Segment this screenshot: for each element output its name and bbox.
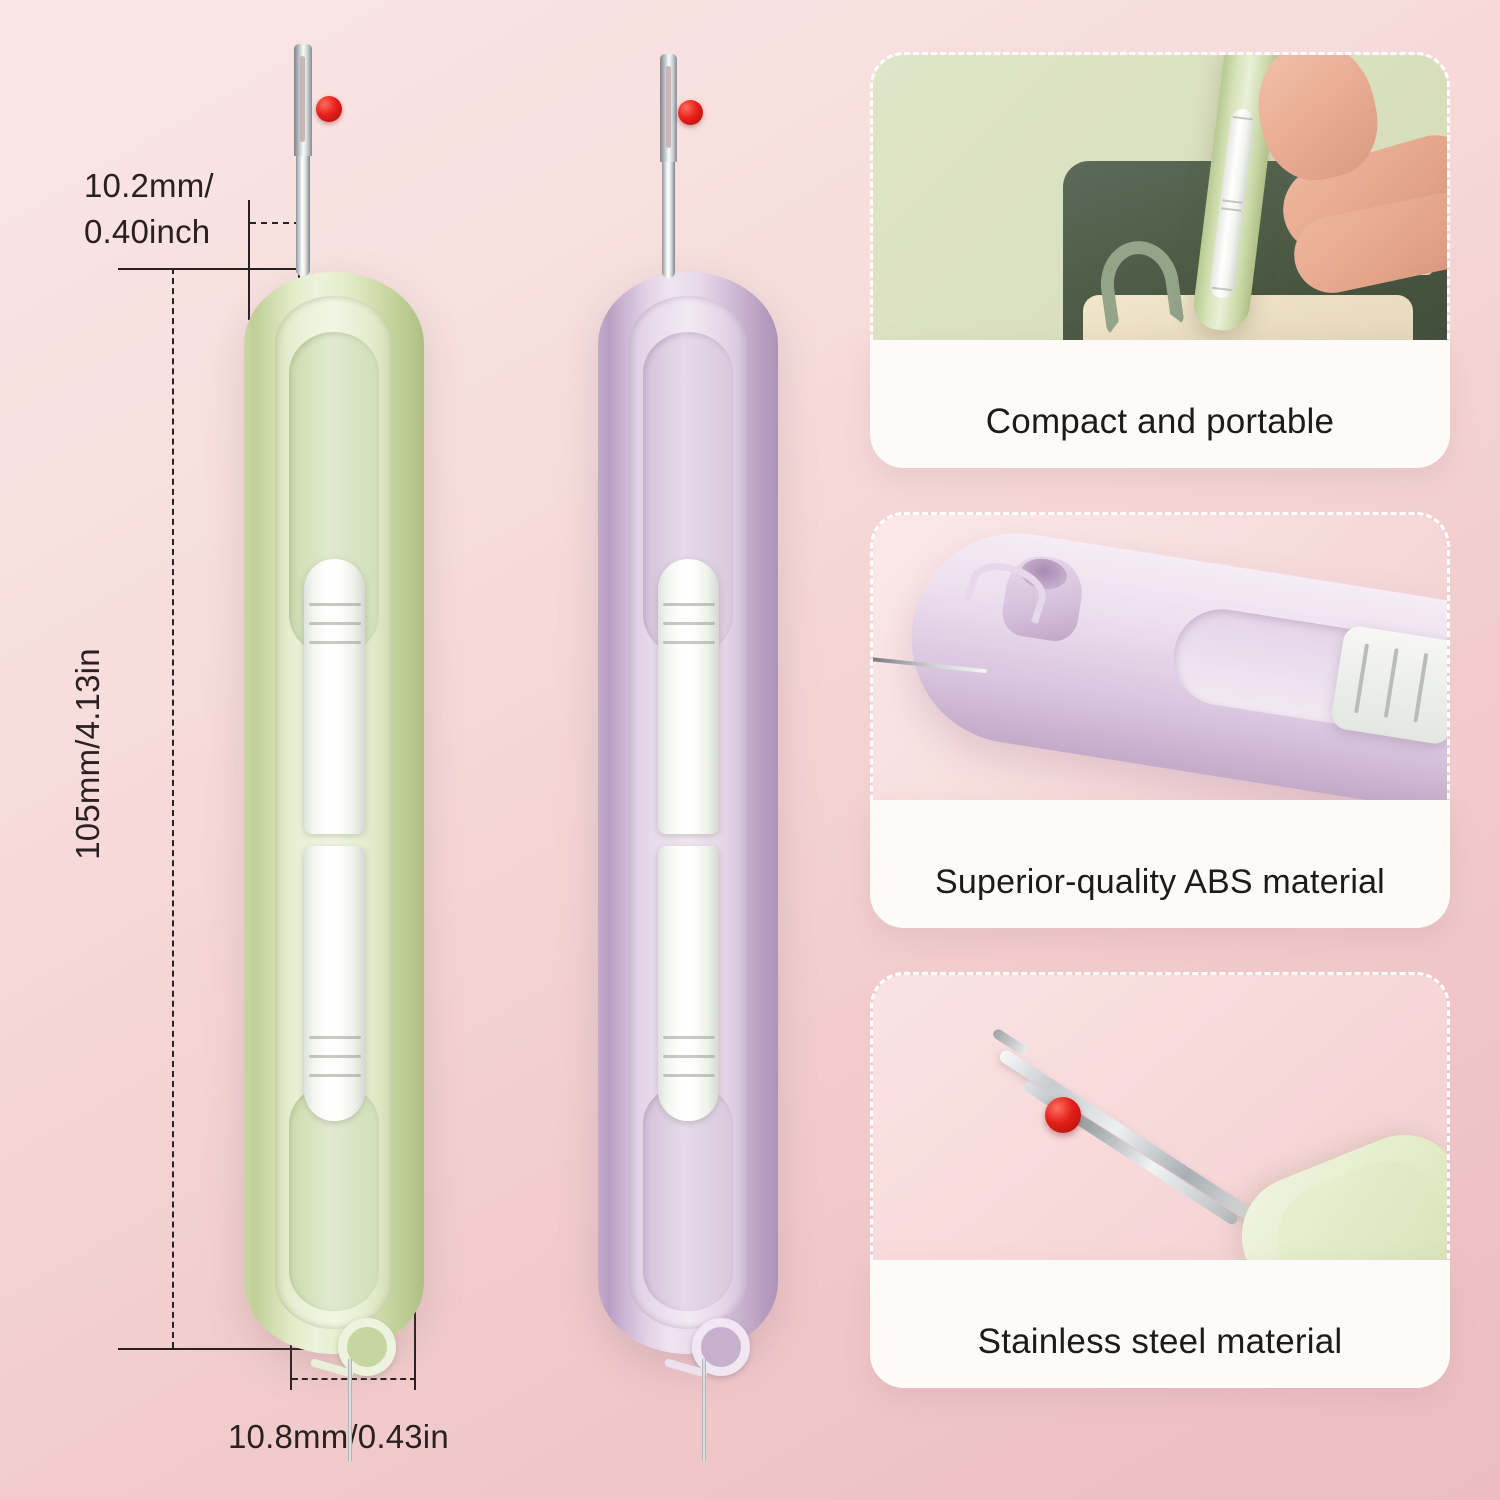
purple-lower-well [643,1083,733,1311]
green-blade-fork-gap [300,56,305,142]
green-blade-assembly [294,44,312,276]
product-seam-ripper-green [244,272,424,1462]
green-lower-well [289,1083,379,1311]
purple-blade-fork-gap [666,66,671,148]
feature-card-stainless-steel: Stainless steel material [870,972,1450,1388]
purple-slider-segment-bottom [658,845,720,1122]
dim-top-extension-left [248,200,250,320]
purple-thread-cutter-hook [663,1318,750,1378]
dim-top-baseline [118,268,300,270]
feature-panel-column: Compact and portable Superior-quality AB… [860,0,1500,1500]
feature-card-compact-portable: Compact and portable [870,52,1450,468]
dim-height-line [172,268,174,1348]
feature-card-abs-material: Superior-quality ABS material [870,512,1450,928]
purple-blade-red-ball-tip [678,100,703,125]
product-seam-ripper-purple [598,272,778,1462]
green-blade-red-ball-tip [316,96,342,122]
green-thread-cutter-hook [309,1318,396,1378]
green-slider-handle[interactable] [304,558,366,1122]
feature-photo-abs-material [870,512,1450,834]
green-hook-ring [337,1318,396,1376]
purple-device-closeup-slider [1329,624,1447,746]
product-dimension-stage: 10.2mm/ 0.40inch 105mm/4.13in 10.8mm/0.4… [69,44,778,1462]
feature-photo-stainless-steel [870,972,1450,1294]
green-device-in-bag-slider [1208,107,1256,300]
feature-caption-abs-material: Superior-quality ABS material [870,800,1450,928]
green-slider-segment-bottom [304,845,366,1122]
green-slider-segment-top [304,558,366,835]
feature-caption-stainless-steel: Stainless steel material [870,1260,1450,1388]
dimension-label-height: 105mm/4.13in [69,648,106,860]
dim-bottom-extension-right [414,1262,416,1390]
purple-needle-exit [702,1358,707,1462]
dimension-label-width-top: 10.2mm/ 0.40inch [84,167,214,250]
dim-bottom-baseline [118,1348,346,1350]
feature-caption-compact-portable: Compact and portable [870,340,1450,468]
green-needle-exit [348,1358,353,1462]
dimension-label-width-bottom: 10.8mm/0.43in [228,1418,449,1455]
dim-bottom-arrow-line [292,1378,416,1380]
purple-hook-ring [691,1318,750,1376]
dim-top-arrow-line [250,222,300,224]
purple-slider-handle[interactable] [658,558,720,1122]
purple-blade-assembly [660,54,677,278]
purple-slider-segment-top [658,558,720,835]
feature-photo-compact-portable [870,52,1450,374]
blade-red-ball-tip [1045,1097,1081,1133]
